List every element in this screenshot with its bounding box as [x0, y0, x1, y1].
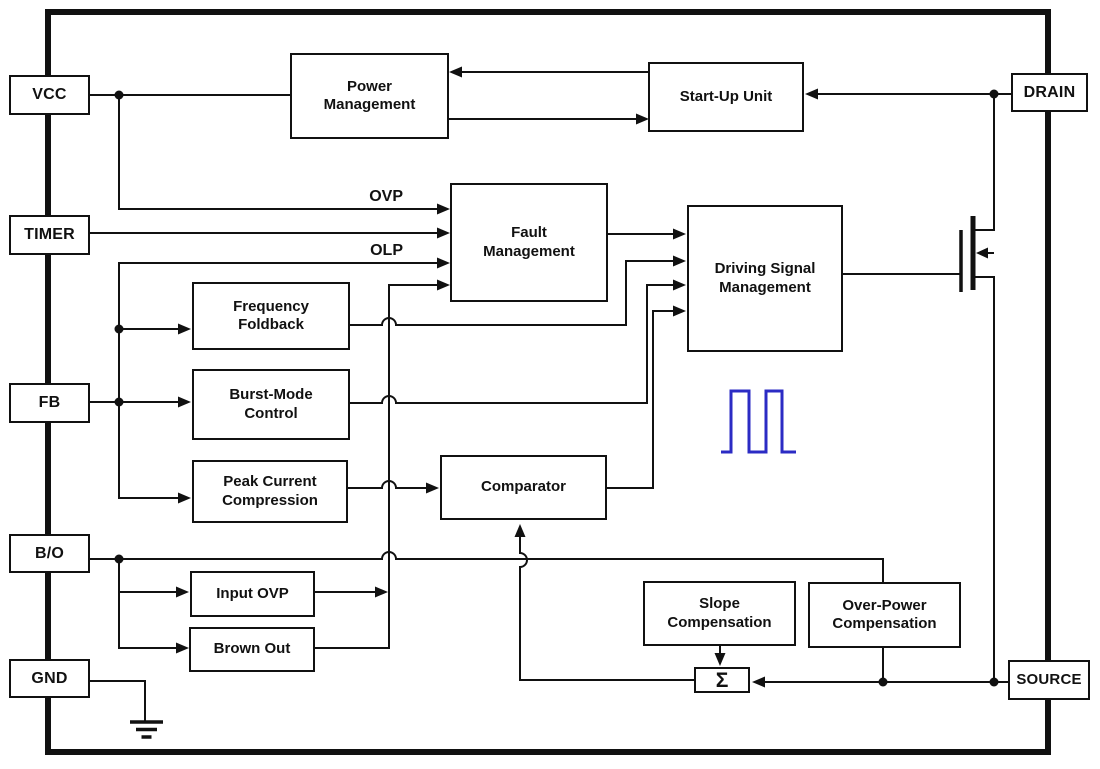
wire-bmc-to-dsm: [350, 284, 674, 404]
pin-timer: TIMER: [9, 215, 90, 255]
pin-vcc: VCC: [9, 75, 90, 115]
wire-pcc-to-comparator: [348, 480, 427, 489]
block-comparator: Comparator: [440, 455, 607, 520]
block-summer: Σ: [694, 667, 750, 693]
arrow-source-into-summer: [752, 676, 765, 688]
arrow-into-brown-out: [176, 642, 189, 654]
arrow-input-ovp-into-bus: [375, 586, 388, 598]
wire-drain-to-mosfet: [975, 94, 995, 231]
pin-gnd: GND: [9, 659, 90, 698]
ic-boundary: [45, 9, 1051, 755]
wire-bo: [90, 551, 884, 582]
junction-bo: [114, 554, 124, 564]
junction-drain: [989, 89, 999, 99]
arrow-ovp-into-fault: [437, 203, 450, 215]
block-input-ovp: Input OVP: [190, 571, 315, 617]
arrow-comp-into-dsm: [673, 305, 686, 317]
pin-source: SOURCE: [1008, 660, 1090, 700]
pin-bo: B/O: [9, 534, 90, 573]
block-burst-mode-control: Burst-Mode Control: [192, 369, 350, 440]
wire-gnd: [90, 680, 146, 722]
arrow-into-peak-current: [178, 492, 191, 504]
pin-drain: DRAIN: [1011, 73, 1088, 112]
wire-olp-and-fb-bus: [118, 262, 437, 499]
arrow-into-power-management: [449, 66, 462, 78]
junction-source: [989, 677, 999, 687]
pulse-waveform-icon: [721, 389, 796, 454]
junction-ff: [114, 324, 124, 334]
junction-vcc: [114, 90, 124, 100]
block-slope-compensation: Slope Compensation: [643, 581, 796, 646]
arrow-slope-into-summer: [714, 653, 726, 666]
wire-mosfet-source: [975, 276, 995, 682]
arrow-into-input-ovp: [176, 586, 189, 598]
wire-bo-branches: [118, 559, 178, 649]
arrow-drain-into-startup: [805, 88, 818, 100]
arrow-fault-into-dsm: [673, 228, 686, 240]
block-brown-out: Brown Out: [189, 627, 315, 672]
block-fault-management: Fault Management: [450, 183, 608, 302]
wire-summer-to-comparator: [519, 536, 694, 681]
wire-label-ovp: OVP: [369, 188, 403, 205]
junction-dots: [114, 89, 999, 687]
arrow-bmc-into-dsm: [673, 279, 686, 291]
wire-ovp: [118, 95, 437, 210]
block-frequency-foldback: Frequency Foldback: [192, 282, 350, 350]
junction-fb: [114, 397, 124, 407]
block-driving-signal-management: Driving Signal Management: [687, 205, 843, 352]
wire-label-olp: OLP: [370, 242, 403, 259]
ground-icon: [130, 720, 163, 739]
junction-opc: [878, 677, 888, 687]
arrowheads: [176, 66, 988, 688]
arrow-ff-into-dsm: [673, 255, 686, 267]
wire-ff-to-dsm: [350, 260, 674, 326]
wire-fault-bus: [315, 284, 437, 649]
block-over-power-compensation: Over-Power Compensation: [808, 582, 961, 648]
arrow-into-startup-unit: [636, 113, 649, 125]
arrow-bus-into-fault: [437, 279, 450, 291]
wire-comparator-to-dsm: [607, 310, 674, 489]
arrow-into-comparator: [426, 482, 439, 494]
arrow-timer-into-fault: [437, 227, 450, 239]
arrow-summer-into-comparator: [514, 524, 526, 537]
pin-fb: FB: [9, 383, 90, 423]
arrow-mosfet-body: [976, 247, 988, 259]
arrow-olp-into-fault: [437, 257, 450, 269]
arrow-into-burst-mode: [178, 396, 191, 408]
block-peak-current-compression: Peak Current Compression: [192, 460, 348, 523]
arrow-into-frequency-foldback: [178, 323, 191, 335]
block-power-management: Power Management: [290, 53, 449, 139]
block-startup-unit: Start-Up Unit: [648, 62, 804, 132]
